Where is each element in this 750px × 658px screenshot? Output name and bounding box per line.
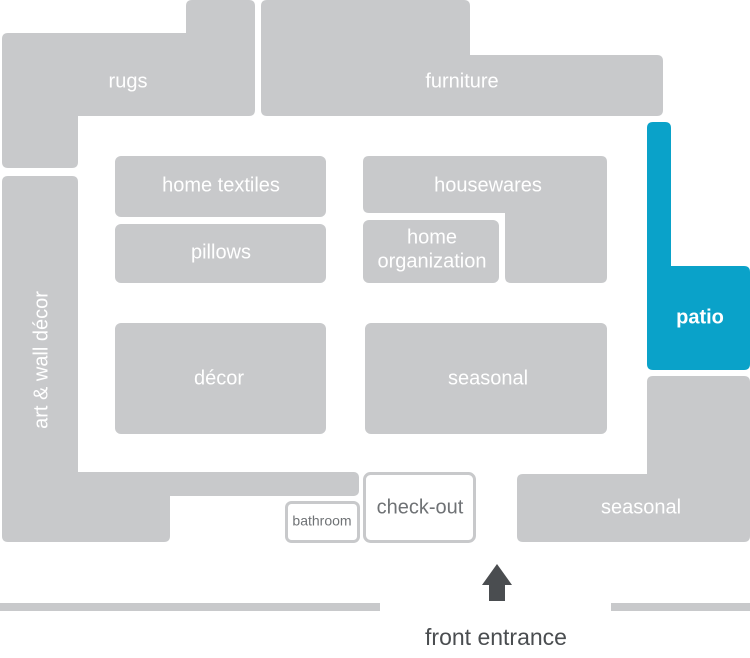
- bathroom[interactable]: bathroom: [285, 501, 360, 543]
- department-patio[interactable]: patio: [647, 122, 750, 370]
- department-art-wall-decor[interactable]: art & wall décor: [2, 176, 170, 542]
- decor-label: décor: [194, 367, 244, 389]
- seasonal-center-area: [365, 323, 607, 434]
- front-entrance-label: front entrance: [425, 624, 567, 650]
- rugs-area: [2, 0, 255, 168]
- department-housewares[interactable]: housewares: [363, 156, 607, 283]
- department-home-textiles[interactable]: home textiles: [115, 156, 326, 217]
- furniture-label: furniture: [425, 70, 498, 92]
- patio-area: [647, 122, 750, 370]
- home-textiles-label: home textiles: [162, 174, 280, 196]
- home-organization-label-line1: home: [407, 226, 457, 248]
- decor-area: [115, 323, 326, 434]
- patio-label: patio: [676, 306, 724, 328]
- bathroom-label: bathroom: [292, 513, 351, 529]
- department-seasonal-right[interactable]: seasonal: [517, 376, 750, 542]
- front-wall-right: [611, 603, 750, 611]
- up-arrow-icon: [482, 564, 512, 601]
- housewares-label: housewares: [434, 174, 542, 196]
- home-textiles-area: [115, 156, 326, 217]
- checkout[interactable]: check-out: [363, 472, 476, 543]
- art-wall-decor-label: art & wall décor: [30, 291, 52, 429]
- home-organization-label-line2: organization: [378, 250, 487, 272]
- housewares-area: [363, 156, 607, 283]
- department-rugs[interactable]: rugs: [2, 0, 255, 168]
- wall-strip: [160, 472, 359, 496]
- department-seasonal-center[interactable]: seasonal: [365, 323, 607, 434]
- seasonal-right-label: seasonal: [601, 496, 681, 518]
- front-wall-left: [0, 603, 380, 611]
- pillows-label: pillows: [191, 241, 251, 263]
- checkout-area: [363, 472, 476, 543]
- department-home-organization[interactable]: home organization: [363, 220, 499, 283]
- department-pillows[interactable]: pillows: [115, 224, 326, 283]
- bathroom-area: [285, 501, 360, 543]
- pillows-area: [115, 224, 326, 283]
- checkout-label: check-out: [377, 496, 464, 518]
- home-organization-area: [363, 220, 499, 283]
- seasonal-center-label: seasonal: [448, 367, 528, 389]
- rugs-label: rugs: [109, 70, 148, 92]
- department-furniture[interactable]: furniture: [261, 0, 663, 116]
- furniture-area: [261, 0, 663, 116]
- seasonal-right-area: [517, 376, 750, 542]
- department-decor[interactable]: décor: [115, 323, 326, 434]
- art-wall-decor-area: [2, 176, 170, 542]
